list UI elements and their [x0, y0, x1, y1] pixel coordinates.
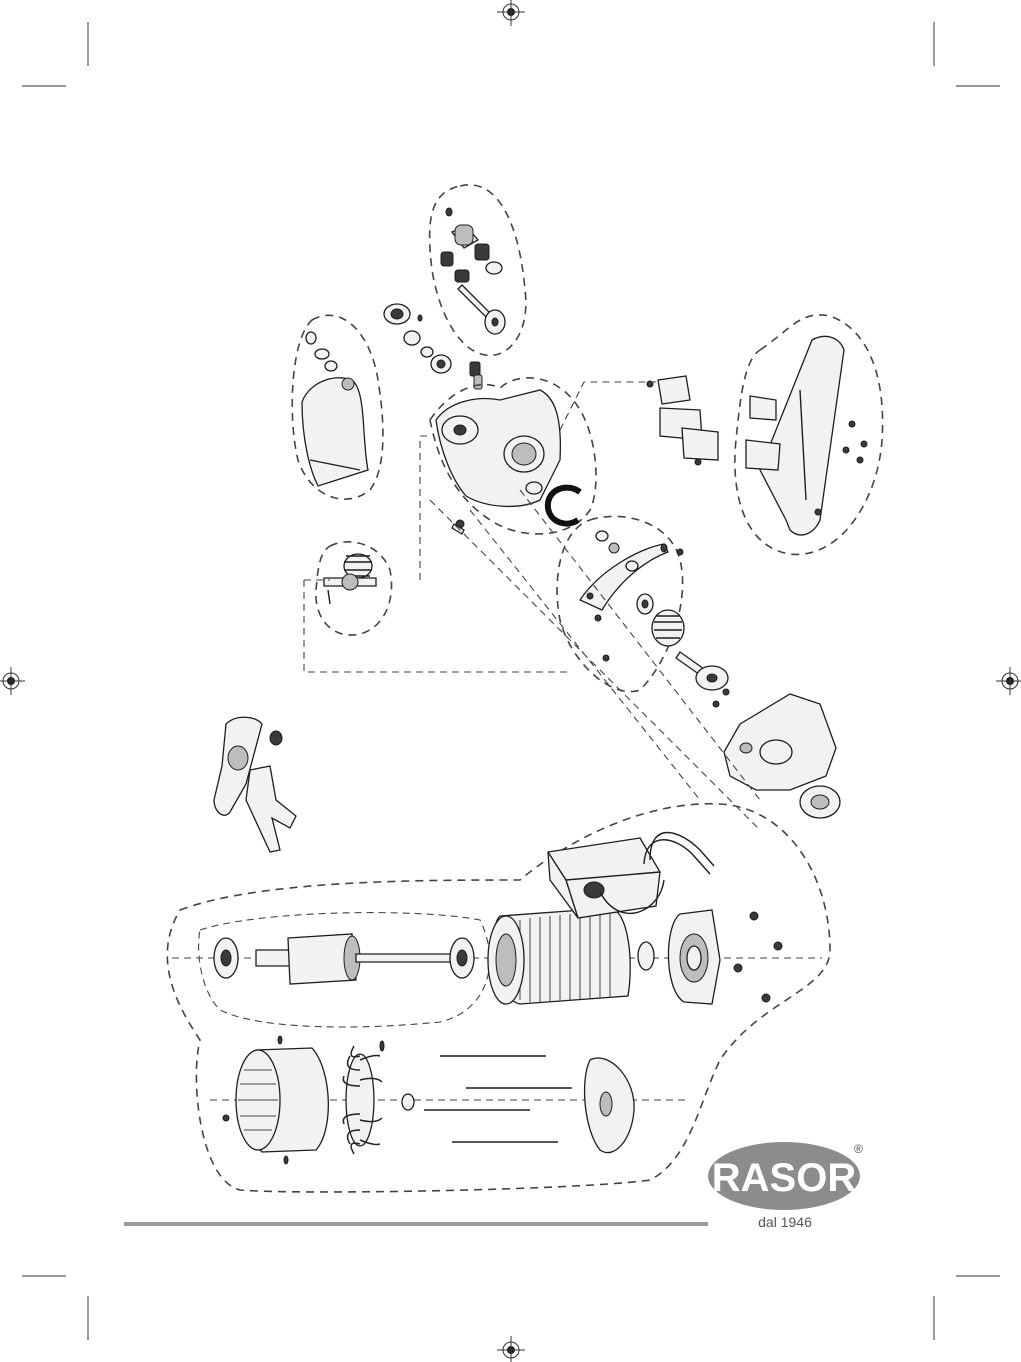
- guide-bracket-group: [647, 315, 883, 554]
- registration-mark-icon: [497, 1336, 525, 1362]
- bearing-stack: [384, 304, 482, 389]
- pressure-roller-group: [430, 185, 526, 356]
- worm-gear-group: [316, 542, 392, 635]
- handle-and-wrench: [214, 717, 296, 852]
- brand-tagline: dal 1946: [706, 1214, 864, 1230]
- registration-mark-icon: [0, 667, 25, 695]
- blade-flange: [724, 694, 840, 818]
- footer-rule: [124, 1222, 708, 1226]
- logo-wordmark: RASOR: [712, 1156, 857, 1200]
- gear-plate-group: [557, 516, 729, 707]
- gear-cover-group: [292, 315, 383, 499]
- gear-housing: [430, 378, 596, 534]
- registration-mark-icon: [996, 667, 1021, 695]
- rotor-assembly: [214, 934, 474, 984]
- end-shield: [668, 910, 782, 1004]
- registered-trademark-icon: ®: [854, 1142, 863, 1156]
- registration-mark-icon: [497, 0, 525, 26]
